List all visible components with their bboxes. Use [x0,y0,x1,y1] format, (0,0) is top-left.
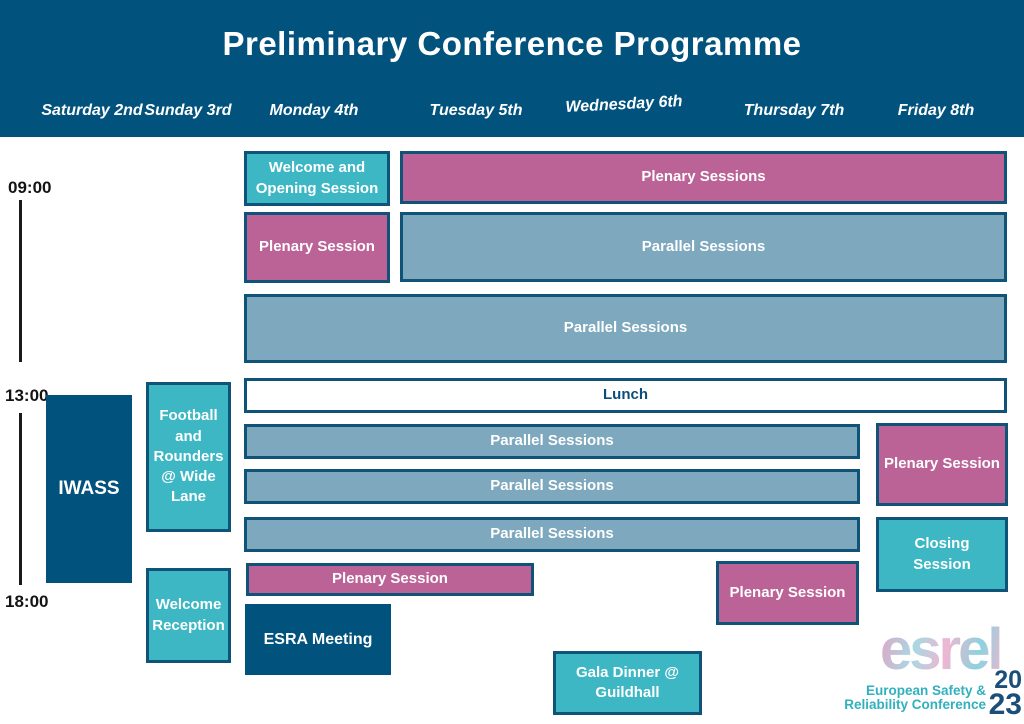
time-label-1800: 18:00 [5,592,49,611]
day-label-tuesday: Tuesday 5th [429,102,523,119]
parallel-sessions-afternoon-3: Parallel Sessions [244,517,860,552]
esrel-2023-logo: esrel European Safety & Reliability Conf… [828,617,1024,724]
parallel-sessions-afternoon-1: Parallel Sessions [244,424,860,459]
time-axis-line [19,413,22,585]
time-label-0900: 09:00 [8,178,52,197]
esra-meeting: ESRA Meeting [245,604,391,675]
day-label-monday: Monday 4th [269,102,359,119]
logo-year-23: 23 [988,688,1022,721]
welcome-opening-session: Welcome and Opening Session [244,151,390,206]
time-label-1300: 13:00 [5,386,49,405]
closing-session: Closing Session [876,517,1008,592]
header-band: Preliminary Conference Programme Saturda… [0,0,1024,137]
page-title: Preliminary Conference Programme [222,25,802,62]
logo-tagline-line2: Reliability Conference [844,697,986,712]
time-axis-line [19,200,22,362]
plenary-sessions-morning: Plenary Sessions [400,151,1007,204]
logo-tagline-line1: European Safety & [865,683,986,698]
plenary-session-monday-evening: Plenary Session [246,563,534,596]
iwass: IWASS [46,395,132,583]
football-and-rounders: Football and Rounders @ Wide Lane [146,382,231,532]
day-label-sunday: Sunday 3rd [144,102,232,119]
plenary-session-monday-morning: Plenary Session [244,212,390,283]
plenary-session-friday: Plenary Session [876,423,1008,506]
gala-dinner: Gala Dinner @ Guildhall [553,651,702,715]
parallel-sessions-late-morning: Parallel Sessions [400,212,1007,282]
day-label-saturday: Saturday 2nd [41,102,143,119]
day-label-wednesday: Wednesday 6th [565,92,683,117]
logo-year-20: 20 [994,666,1022,694]
day-label-thursday: Thursday 7th [743,102,845,119]
day-label-friday: Friday 8th [897,102,975,119]
welcome-reception: Welcome Reception [146,568,231,663]
parallel-sessions-afternoon-2: Parallel Sessions [244,469,860,504]
esrel-wordmark: esrel [880,617,1003,682]
parallel-sessions-midday: Parallel Sessions [244,294,1007,363]
lunch: Lunch [244,378,1007,413]
plenary-session-thursday: Plenary Session [716,561,859,625]
